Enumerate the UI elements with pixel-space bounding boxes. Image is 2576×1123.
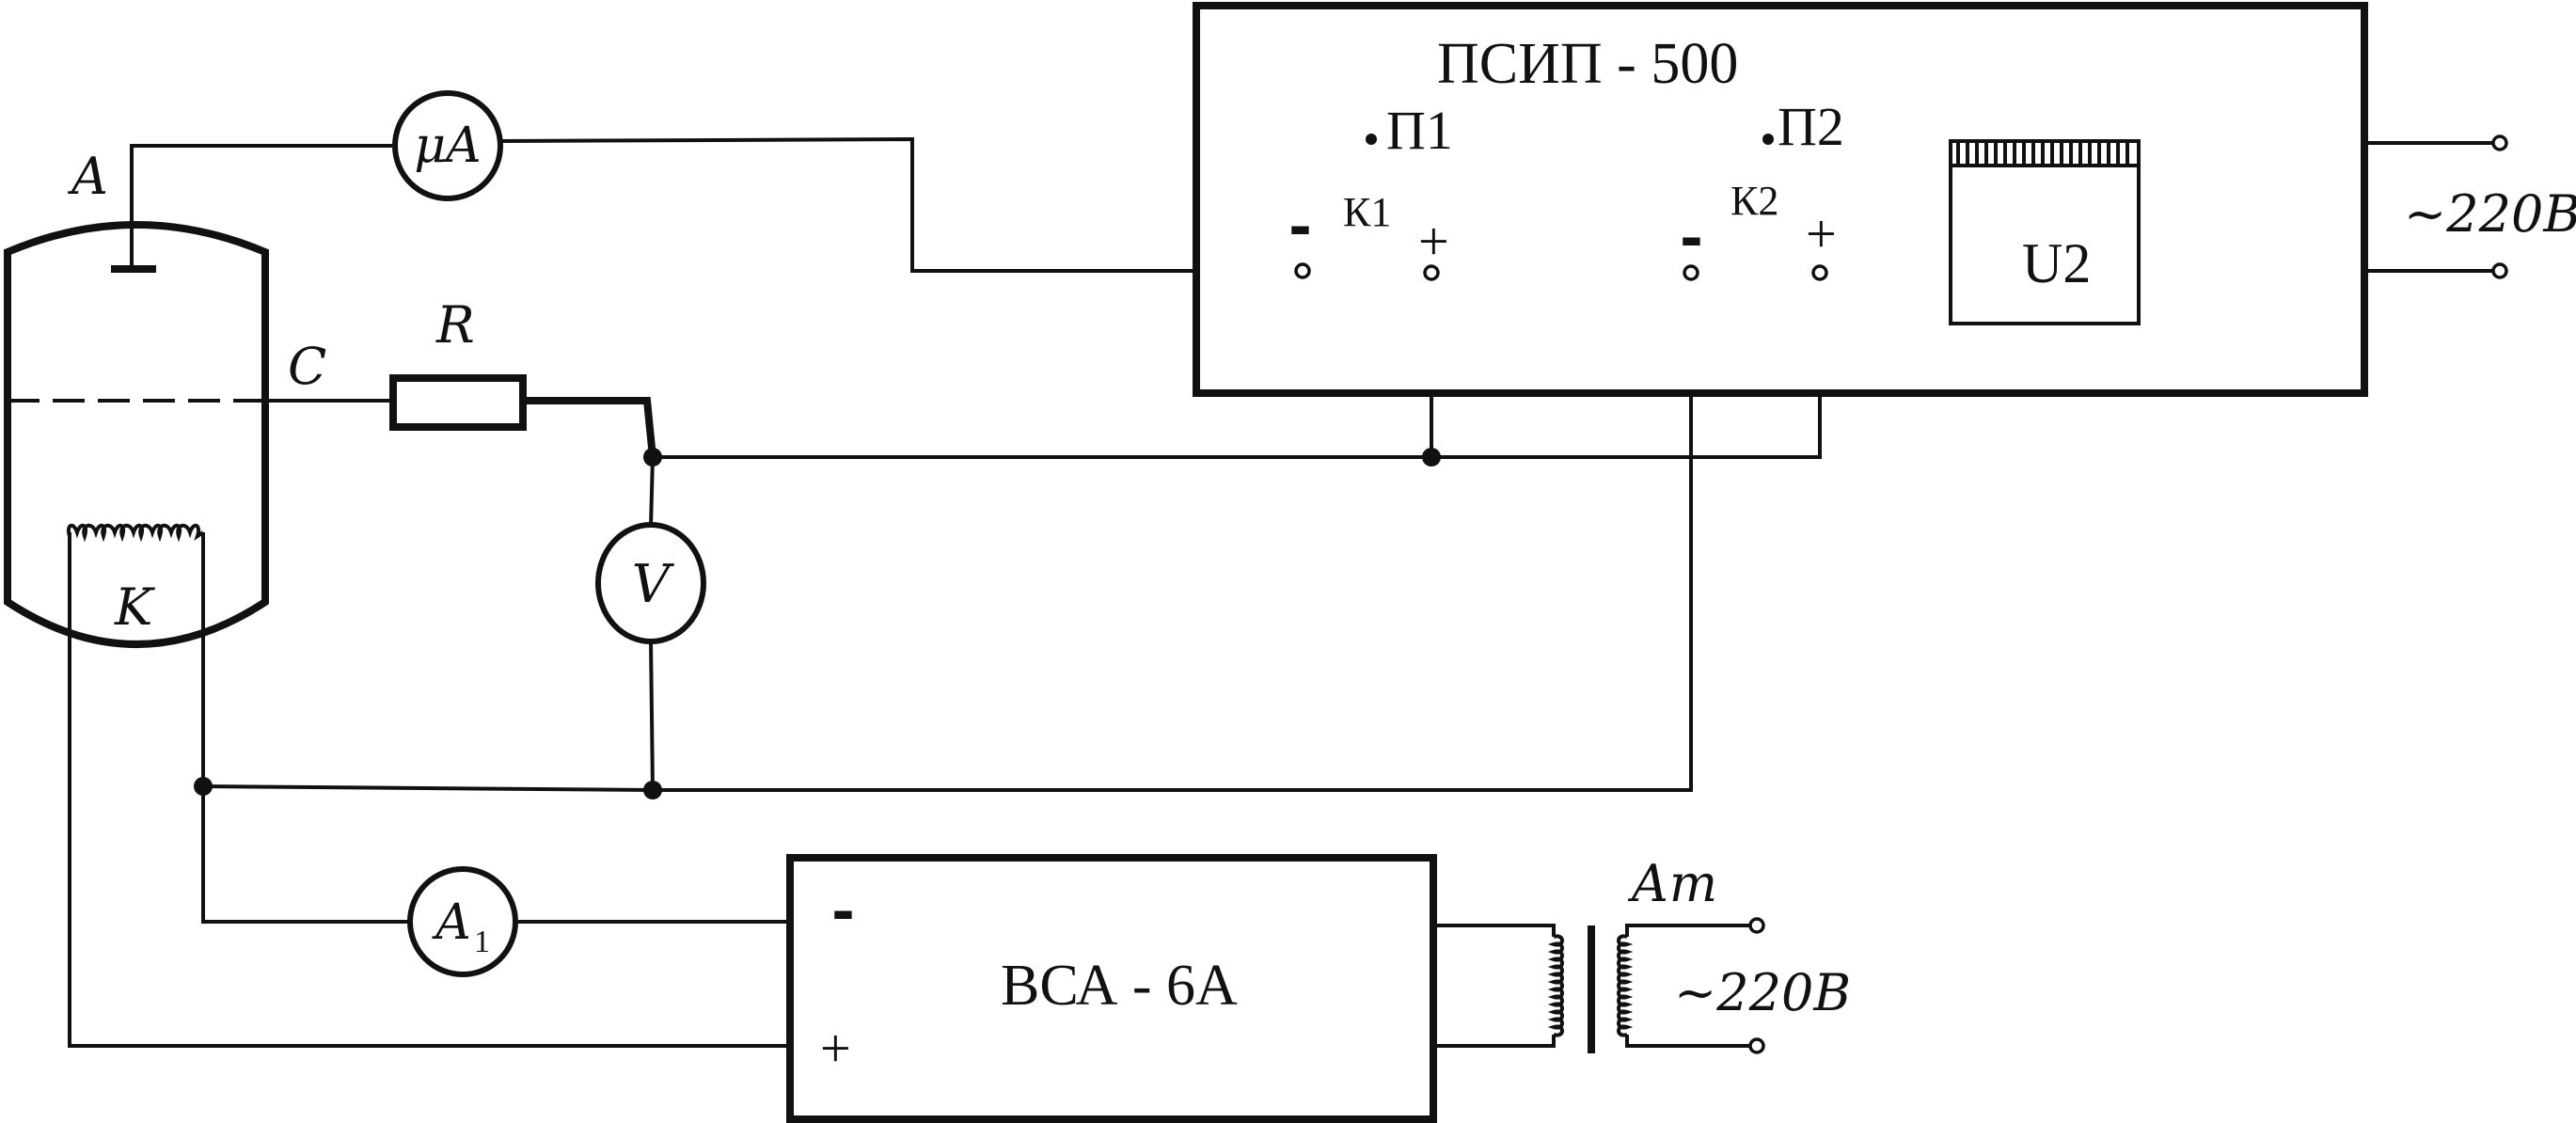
transformer-mains-terminal-bottom[interactable] [1748,1037,1765,1054]
switch-p1-indicator [1366,134,1377,145]
k2-plus-terminal[interactable] [1811,264,1828,281]
transformer-secondary-coil [1617,934,1634,1037]
transformer-mains-terminal-top[interactable] [1748,917,1765,934]
u2-display-label: U2 [2022,232,2091,294]
u2-display-scale-ticks [1956,143,2129,164]
wire-voltmeter-to-bottom-node [649,639,655,791]
k2-plus-sign: + [1806,203,1837,264]
k1-plus-terminal[interactable] [1423,264,1440,281]
u2-display [1949,139,2141,325]
vsa-6a-unit: ВСА - 6А - + [786,854,1437,1123]
psip-mains-label: ~220В [2404,184,2576,244]
junction-k1-plus [1422,448,1441,467]
wire-transformer-to-mains-top [1625,924,1757,937]
wire-anode-to-microammeter [130,144,395,218]
psip-mains-terminal-top[interactable] [2491,134,2508,151]
wire-transformer-to-mains-bottom [1625,1035,1757,1048]
microammeter: μA [392,90,503,201]
k1-plus-sign: + [1418,211,1449,272]
anode-label: A [67,147,108,206]
resistor-r: R [389,295,527,431]
vacuum-tube: A C K [3,147,326,648]
wire-vsa-to-transformer-bottom [1433,1035,1556,1048]
transformer-mains-label: ~220В [1674,963,1851,1022]
k2-minus-terminal[interactable] [1683,264,1699,281]
psip-enclosure [1193,2,2368,397]
switch-p2-indicator [1762,134,1774,145]
wire-cathode-right-lead [201,532,408,924]
microammeter-body [392,90,503,201]
wire-resistor-to-node [523,397,656,458]
resistor-body [389,374,527,431]
autotransformer: Ат ~220В [1547,854,1851,1054]
vsa-title: ВСА - 6А [1001,954,1238,1018]
wire-vsa-to-transformer-top [1433,924,1556,937]
cathode-label: K [114,577,155,637]
autotransformer-label: Ат [1627,854,1717,913]
junction-dots [194,448,1441,799]
ammeter-a1: A 1 [407,866,518,977]
transformer-primary-coil [1547,934,1564,1037]
ammeter-label: A [432,894,471,951]
grid-label: C [288,337,326,396]
k1-minus-terminal[interactable] [1294,262,1311,279]
switch-p1-label: П1 [1386,100,1453,161]
vsa-minus-sign: - [831,879,855,945]
psip-500-unit: ПСИП - 500 П1 П2 К1 К2 - + - + U2 ~220В [1193,2,2576,397]
vsa-plus-sign: + [820,1018,851,1079]
voltmeter-body [595,522,706,644]
tube-envelope [3,221,269,648]
psip-mains-terminal-bottom[interactable] [2491,262,2508,279]
k2-minus-sign: - [1680,206,1703,272]
wire-node-to-voltmeter [649,456,655,528]
k1-minus-sign: - [1288,195,1312,261]
cathode-filament-coil [67,523,205,543]
junction-node-bottom [643,781,662,799]
junction-node-top [643,448,662,467]
k2-label: К2 [1731,178,1778,224]
resistor-label: R [435,295,475,355]
ammeter-body [407,866,518,977]
microammeter-label: μA [414,118,481,174]
junction-cathode [194,777,213,796]
k1-label: К1 [1343,189,1391,235]
voltmeter: V [595,522,706,644]
wire-negative-bus [202,273,1693,792]
wire-microammeter-to-k1-minus [499,136,1303,273]
switch-p2-label: П2 [1778,96,1844,157]
wire-cathode-left-lead [68,532,790,1048]
vsa-enclosure [786,854,1437,1123]
voltmeter-label: V [632,554,675,615]
ammeter-subscript: 1 [474,925,490,959]
psip-title: ПСИП - 500 [1437,32,1738,96]
